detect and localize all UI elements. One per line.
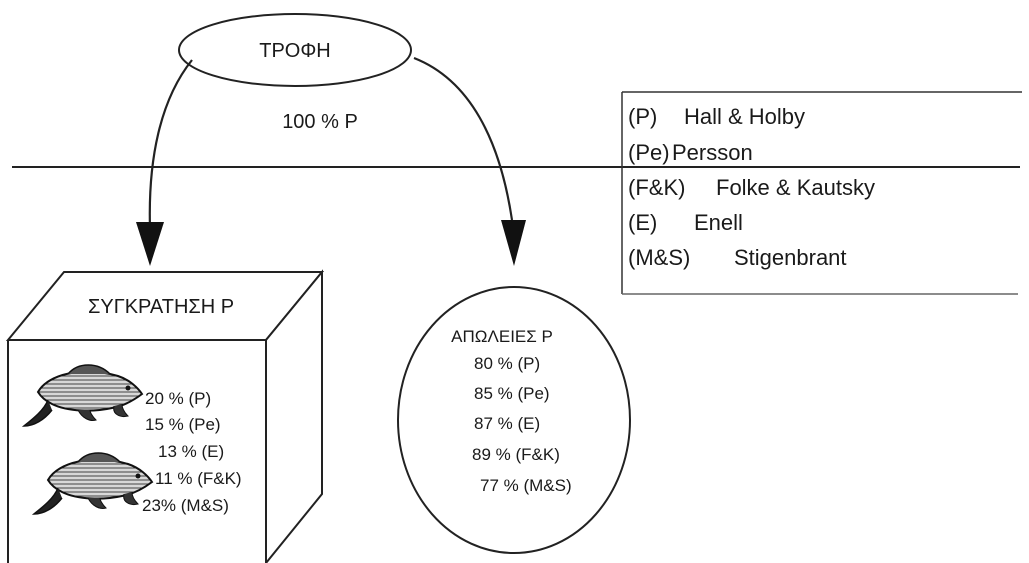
fish-icon bbox=[33, 452, 153, 515]
losses-value: 87 % (E) bbox=[474, 414, 540, 433]
retention-value: 20 % (P) bbox=[145, 389, 211, 408]
legend-code: (F&K) bbox=[628, 175, 685, 200]
losses-values: 80 % (P) 85 % (Pe) 87 % (E) 89 % (F&K) 7… bbox=[472, 354, 572, 495]
retention-arrow bbox=[148, 59, 193, 229]
legend-code: (M&S) bbox=[628, 245, 690, 270]
retention-value: 23% (M&S) bbox=[142, 496, 229, 515]
legend-name: Stigenbrant bbox=[734, 245, 847, 270]
legend-code: (P) bbox=[628, 104, 657, 129]
legend-entries: (P) Hall & Holby (Pe) Persson (F&K) Folk… bbox=[628, 104, 875, 270]
legend-name: Hall & Holby bbox=[684, 104, 805, 129]
losses-title: ΑΠΩΛΕΙΕΣ P bbox=[451, 327, 553, 346]
flow-label: 100 % P bbox=[282, 111, 358, 133]
retention-value: 15 % (Pe) bbox=[145, 415, 221, 434]
legend-name: Enell bbox=[694, 210, 743, 235]
retention-value: 11 % (F&K) bbox=[155, 469, 242, 488]
retention-values: 20 % (P) 15 % (Pe) 13 % (E) 11 % (F&K) 2… bbox=[142, 389, 242, 515]
fish-icon bbox=[23, 364, 143, 427]
source-ellipse bbox=[178, 13, 412, 87]
legend-name: Persson bbox=[672, 140, 753, 165]
legend-name: Folke & Kautsky bbox=[716, 175, 875, 200]
losses-value: 89 % (F&K) bbox=[472, 445, 560, 464]
losses-arrow-head bbox=[501, 220, 526, 266]
retention-value: 13 % (E) bbox=[158, 442, 224, 461]
retention-title: ΣΥΓΚΡΑΤΗΣΗ P bbox=[88, 296, 234, 318]
legend-box bbox=[621, 91, 1022, 295]
losses-value: 77 % (M&S) bbox=[480, 476, 572, 495]
losses-value: 80 % (P) bbox=[474, 354, 540, 373]
legend-code: (Pe) bbox=[628, 140, 670, 165]
retention-box bbox=[5, 269, 325, 563]
losses-arrow bbox=[413, 56, 514, 221]
retention-arrow-head bbox=[136, 222, 164, 266]
losses-value: 85 % (Pe) bbox=[474, 384, 550, 403]
legend-code: (E) bbox=[628, 210, 657, 235]
losses-circle bbox=[397, 286, 631, 554]
source-label: ΤΡΟΦΗ bbox=[259, 40, 331, 62]
